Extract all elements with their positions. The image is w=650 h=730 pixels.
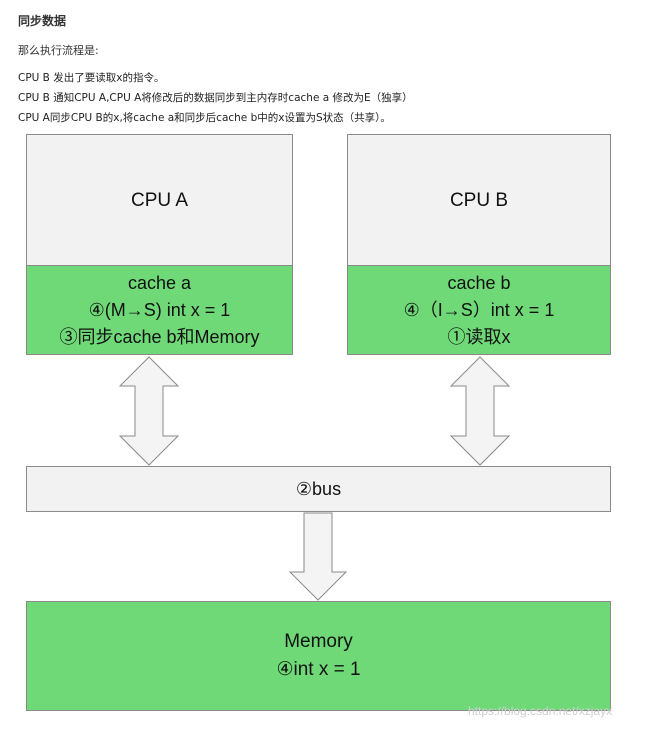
step-line-3: CPU A同步CPU B的x,将cache a和同步后cache b中的x设置为… (18, 112, 391, 124)
memory-title: Memory (284, 631, 353, 652)
cache-a-sync: ③同步cache b和Memory (59, 326, 260, 347)
step-line-1: CPU B 发出了要读取x的指令。 (18, 72, 165, 84)
memory-value: ④int x = 1 (276, 659, 361, 680)
down-arrow-memory (288, 512, 348, 601)
cache-a-state: ④(M→S) int x = 1 (88, 299, 231, 320)
watermark-text: https://blog.csdn.net/xzjayx (468, 704, 613, 718)
cpu-b-label: CPU B (449, 189, 509, 211)
bus-label: ②bus (295, 478, 342, 499)
cpu-b-box: CPU B (347, 134, 611, 266)
cache-b-read: ①读取x (447, 326, 511, 347)
bus-box: ②bus (26, 466, 611, 512)
cache-a-title: cache a (127, 272, 192, 293)
memory-box: Memory ④int x = 1 (26, 601, 611, 711)
double-arrow-right (449, 356, 511, 466)
double-arrow-left (118, 356, 180, 466)
cache-a-box: cache a ④(M→S) int x = 1 ③同步cache b和Memo… (26, 265, 293, 355)
cache-b-title: cache b (447, 272, 511, 293)
cache-b-box: cache b ④（I→S）int x = 1 ①读取x (347, 265, 611, 355)
step-line-2: CPU B 通知CPU A,CPU A将修改后的数据同步到主内存时cache a… (18, 92, 413, 104)
section-heading: 同步数据 (18, 14, 67, 28)
cpu-a-label: CPU A (130, 189, 189, 211)
cpu-a-box: CPU A (26, 134, 293, 266)
cache-b-state: ④（I→S）int x = 1 (403, 299, 555, 320)
intro-text: 那么执行流程是: (18, 44, 99, 57)
